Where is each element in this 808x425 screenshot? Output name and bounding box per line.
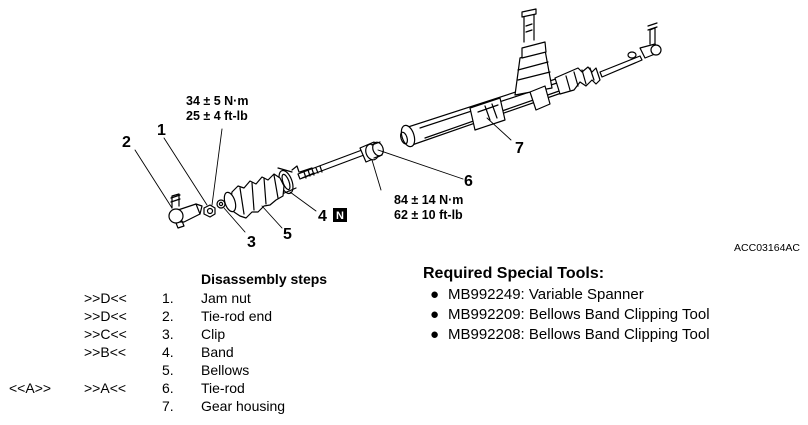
callout-3: 3 <box>247 234 256 251</box>
step-number: 2. <box>162 308 174 324</box>
tool-label: MB992209: Bellows Band Clipping Tool <box>448 306 710 323</box>
bullet-icon: ● <box>430 286 440 303</box>
step-row: <<A>> >>A<< 6. Tie-rod <box>0 380 400 398</box>
bellows-part <box>223 173 285 219</box>
step-name: Gear housing <box>201 398 286 414</box>
bullet-icon: ● <box>430 326 440 343</box>
step-name: Tie-rod <box>201 380 245 396</box>
jam-nut-part <box>203 204 216 218</box>
disassembly-steps-title: Disassembly steps <box>201 271 328 287</box>
torque-tierod-end-nm: 34 ± 5 N·m <box>186 94 248 108</box>
step-number: 3. <box>162 326 174 342</box>
torque-tierod-end-ftlb: 25 ± 4 ft-lb <box>186 109 248 123</box>
bullet-icon: ● <box>430 306 440 323</box>
torque-tierod-nm: 84 ± 14 N·m <box>394 193 463 207</box>
callout-4: 4 <box>318 208 327 225</box>
tool-item: ● MB992208: Bellows Band Clipping Tool <box>430 326 710 343</box>
svg-text:N: N <box>336 210 344 222</box>
step-inner-tag: >>A<< <box>84 380 127 396</box>
step-inner-tag: >>B<< <box>84 344 127 360</box>
callout-7: 7 <box>515 140 524 157</box>
callout-1: 1 <box>157 122 166 139</box>
clip-part <box>216 199 226 209</box>
step-number: 7. <box>162 398 174 414</box>
special-tools-title: Required Special Tools: <box>423 265 605 282</box>
callout-5: 5 <box>283 226 292 243</box>
step-inner-tag: >>D<< <box>84 308 127 324</box>
step-row: >>B<< 4. Band <box>0 344 400 362</box>
tie-rod-part <box>297 141 384 180</box>
torque-tierod-ftlb: 62 ± 10 ft-lb <box>394 208 463 222</box>
step-number: 6. <box>162 380 174 396</box>
step-row: >>D<< 1. Jam nut <box>0 290 400 308</box>
step-name: Clip <box>201 326 226 342</box>
gear-housing-part <box>399 8 662 148</box>
n-badge: N <box>333 208 347 222</box>
tool-label: MB992249: Variable Spanner <box>448 286 644 303</box>
step-number: 1. <box>162 290 174 306</box>
callout-6: 6 <box>464 173 473 190</box>
step-inner-tag: >>D<< <box>84 290 127 306</box>
tool-label: MB992208: Bellows Band Clipping Tool <box>448 326 710 343</box>
step-row: >>D<< 2. Tie-rod end <box>0 308 400 326</box>
step-row: 5. Bellows <box>0 362 400 380</box>
step-inner-tag: >>C<< <box>84 326 127 342</box>
callout-2: 2 <box>122 134 131 151</box>
tool-item: ● MB992249: Variable Spanner <box>430 286 644 303</box>
figure-id: ACC03164AC <box>734 242 800 254</box>
step-row: >>C<< 3. Clip <box>0 326 400 344</box>
steering-gear-exploded-diagram: 1 2 3 4 5 6 7 N 34 ± 5 N·m 25 ± 4 ft-lb … <box>122 8 800 254</box>
step-name: Band <box>201 344 234 360</box>
step-outer-tag: <<A>> <box>9 380 52 396</box>
tool-item: ● MB992209: Bellows Band Clipping Tool <box>430 306 710 323</box>
step-name: Jam nut <box>201 290 251 306</box>
step-number: 5. <box>162 362 174 378</box>
step-number: 4. <box>162 344 174 360</box>
tie-rod-end-part <box>168 193 203 229</box>
step-name: Tie-rod end <box>201 308 273 324</box>
step-name: Bellows <box>201 362 250 378</box>
step-row: 7. Gear housing <box>0 398 400 416</box>
